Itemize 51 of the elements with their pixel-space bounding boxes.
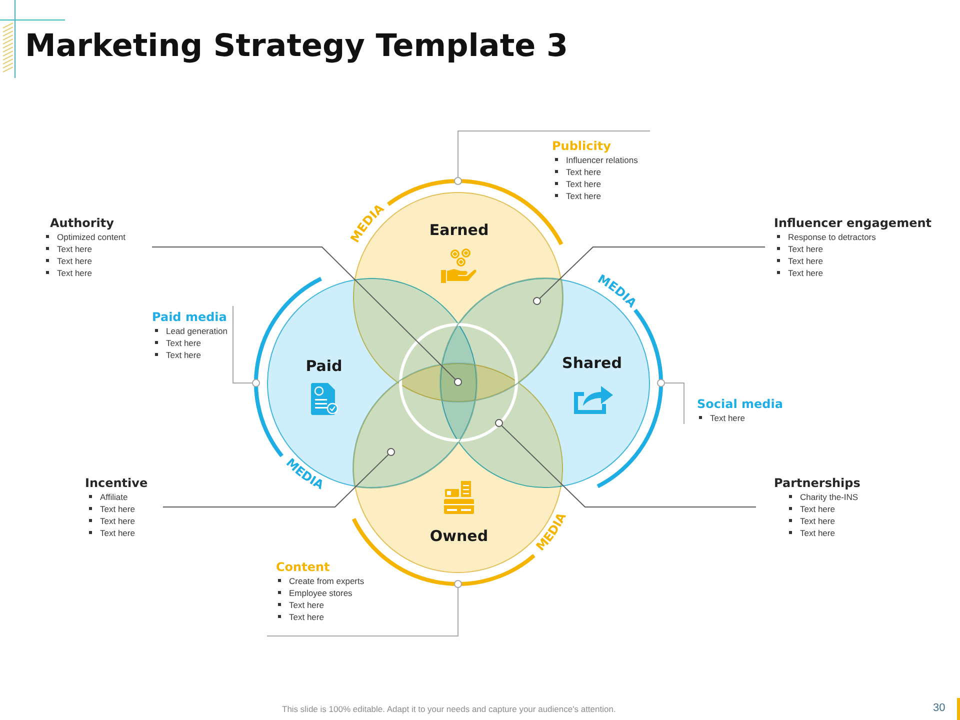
bullet-item: Text here [155, 349, 201, 361]
bullet-item: Influencer relations [555, 154, 638, 166]
leader-line [454, 130, 650, 185]
segment-title: Owned [430, 527, 488, 545]
bullet-item: Employee stores [278, 587, 352, 599]
bullet-item: Text here [777, 255, 823, 267]
callout-heading: Content [276, 560, 330, 575]
bullet-item: Text here [155, 337, 201, 349]
callout-heading: Publicity [552, 139, 611, 154]
bullet-item: Text here [777, 267, 823, 279]
bullet-item: Optimized content [46, 231, 126, 243]
leader-line [232, 306, 260, 387]
bullet-item: Text here [89, 503, 135, 515]
callout-heading: Social media [697, 397, 783, 412]
segment-title: Paid [306, 357, 342, 375]
callout-heading: Paid media [152, 310, 227, 325]
callout-heading: Incentive [85, 476, 148, 491]
bullet-item: Create from experts [278, 575, 364, 587]
bullet-item: Text here [699, 412, 745, 424]
bullet-item: Text here [777, 243, 823, 255]
slide-title: Marketing Strategy Template 3 [25, 27, 568, 65]
overlap-region [352, 362, 478, 488]
bullet-item: Lead generation [155, 325, 228, 337]
bullet-item: Text here [555, 166, 601, 178]
bullet-item: Text here [555, 190, 601, 202]
bullet-item: Text here [89, 527, 135, 539]
bullet-item: Text here [278, 611, 324, 623]
leader-line [495, 419, 756, 508]
leader-line [266, 580, 462, 636]
bullet-item: Text here [789, 527, 835, 539]
bullet-item: Affiliate [89, 491, 128, 503]
callout-heading: Partnerships [774, 476, 860, 491]
callout-heading: Influencer engagement [774, 216, 932, 231]
bullet-item: Text here [46, 255, 92, 267]
segment-title: Earned [429, 221, 489, 239]
bullet-item: Text here [789, 515, 835, 527]
leader-line [657, 379, 684, 424]
leader-line [162, 448, 395, 508]
footer-note: This slide is 100% editable. Adapt it to your needs and capture your audience's attention. [282, 703, 616, 715]
bullet-item: Response to detractors [777, 231, 876, 243]
leader-line [152, 246, 462, 386]
bullet-item: Text here [89, 515, 135, 527]
bullet-item: Text here [46, 243, 92, 255]
page-number: 30 [933, 701, 946, 715]
bullet-item: Charity the-INS [789, 491, 858, 503]
segment-title: Shared [562, 354, 622, 372]
callout-heading: Authority [50, 216, 114, 231]
bullet-item: Text here [789, 503, 835, 515]
bullet-item: Text here [278, 599, 324, 611]
bullet-item: Text here [555, 178, 601, 190]
bullet-item: Text here [46, 267, 92, 279]
